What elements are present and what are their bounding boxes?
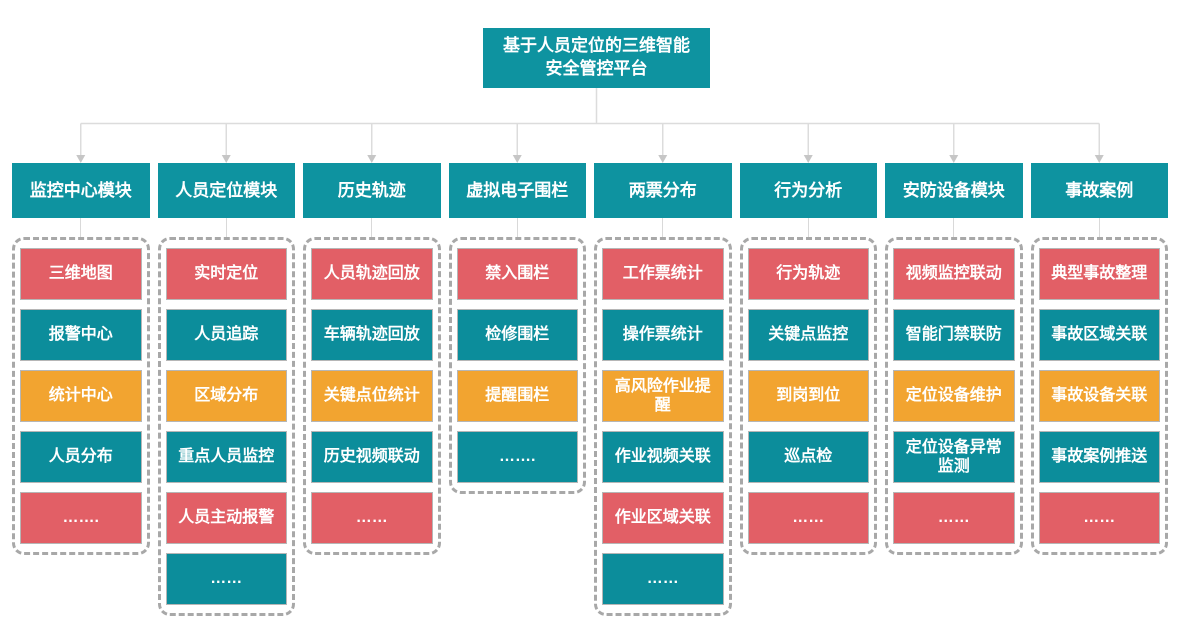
header-connector-stub (662, 218, 664, 237)
feature-item: 历史视频联动 (311, 431, 433, 483)
module-items-group: 三维地图报警中心统计中心人员分布 ……. (12, 237, 150, 555)
module-header: 行为分析 (739, 163, 877, 218)
module-column-7: 安防设备模块视频监控联动智能门禁联防定位设备维护定位设备异常监测 …… (885, 163, 1023, 555)
header-connector-stub (1098, 218, 1100, 237)
feature-item: 行为轨迹 (747, 248, 869, 300)
feature-item: 禁入围栏 (456, 248, 578, 300)
module-items-group: 禁入围栏检修围栏提醒围栏 ……. (448, 237, 586, 494)
feature-item: 实时定位 (165, 248, 287, 300)
feature-item: 事故案例推送 (1038, 431, 1160, 483)
feature-item: 巡点检 (747, 431, 869, 483)
feature-item: 统计中心 (20, 370, 142, 422)
arrowhead-icon (76, 155, 1104, 163)
module-items-group: 工作票统计操作票统计高风险作业提醒作业视频关联作业区域关联 …… (594, 237, 732, 616)
feature-item: 三维地图 (20, 248, 142, 300)
module-items-group: 实时定位人员追踪区域分布重点人员监控人员主动报警 …… (157, 237, 295, 616)
feature-item: 重点人员监控 (165, 431, 287, 483)
feature-item: 报警中心 (20, 309, 142, 361)
module-items-group: 人员轨迹回放车辆轨迹回放关键点位统计历史视频联动 …… (303, 237, 441, 555)
module-column-4: 虚拟电子围栏禁入围栏检修围栏提醒围栏 ……. (448, 163, 586, 494)
header-connector-stub (953, 218, 955, 237)
module-column-6: 行为分析行为轨迹关键点监控到岗到位巡点检 …… (739, 163, 877, 555)
feature-item: 区域分布 (165, 370, 287, 422)
feature-item: 工作票统计 (602, 248, 724, 300)
feature-item: …… (165, 553, 287, 605)
feature-item: ……. (456, 431, 578, 483)
module-column-5: 两票分布工作票统计操作票统计高风险作业提醒作业视频关联作业区域关联 …… (594, 163, 732, 616)
feature-item: 提醒围栏 (456, 370, 578, 422)
module-header: 安防设备模块 (885, 163, 1023, 218)
module-items-group: 视频监控联动智能门禁联防定位设备维护定位设备异常监测 …… (885, 237, 1023, 555)
feature-item: 作业视频关联 (602, 431, 724, 483)
module-header: 人员定位模块 (157, 163, 295, 218)
feature-item: …… (893, 492, 1015, 544)
feature-item: 人员轨迹回放 (311, 248, 433, 300)
feature-item: 定位设备异常监测 (893, 431, 1015, 483)
feature-item: 检修围栏 (456, 309, 578, 361)
module-header: 两票分布 (594, 163, 732, 218)
feature-item: 操作票统计 (602, 309, 724, 361)
header-connector-stub (80, 218, 82, 237)
feature-item: 智能门禁联防 (893, 309, 1015, 361)
feature-item: 车辆轨迹回放 (311, 309, 433, 361)
feature-item: 人员主动报警 (165, 492, 287, 544)
feature-item: 高风险作业提醒 (602, 370, 724, 422)
feature-item: …… (747, 492, 869, 544)
feature-item: 事故设备关联 (1038, 370, 1160, 422)
root-title: 基于人员定位的三维智能安全管控平台 (503, 36, 690, 78)
columns: 监控中心模块三维地图报警中心统计中心人员分布 ……. 人员定位模块实时定位人员追踪区… (12, 163, 1168, 616)
module-column-3: 历史轨迹人员轨迹回放车辆轨迹回放关键点位统计历史视频联动 …… (303, 163, 441, 555)
feature-item: 人员追踪 (165, 309, 287, 361)
feature-item: 关键点监控 (747, 309, 869, 361)
header-connector-stub (807, 218, 809, 237)
module-column-1: 监控中心模块三维地图报警中心统计中心人员分布 ……. (12, 163, 150, 555)
module-header: 历史轨迹 (303, 163, 441, 218)
feature-item: 典型事故整理 (1038, 248, 1160, 300)
feature-item: ……. (20, 492, 142, 544)
header-connector-stub (225, 218, 227, 237)
module-header: 监控中心模块 (12, 163, 150, 218)
feature-item: 关键点位统计 (311, 370, 433, 422)
module-items-group: 典型事故整理事故区域关联事故设备关联事故案例推送 …… (1030, 237, 1168, 555)
module-header: 事故案例 (1030, 163, 1168, 218)
root-node: 基于人员定位的三维智能安全管控平台 (483, 28, 710, 88)
feature-item: 人员分布 (20, 431, 142, 483)
header-connector-stub (516, 218, 518, 237)
feature-item: 定位设备维护 (893, 370, 1015, 422)
feature-item: …… (1038, 492, 1160, 544)
module-header: 虚拟电子围栏 (448, 163, 586, 218)
header-connector-stub (371, 218, 373, 237)
feature-item: …… (311, 492, 433, 544)
module-items-group: 行为轨迹关键点监控到岗到位巡点检 …… (739, 237, 877, 555)
module-column-8: 事故案例典型事故整理事故区域关联事故设备关联事故案例推送 …… (1030, 163, 1168, 555)
feature-item: 事故区域关联 (1038, 309, 1160, 361)
feature-item: 视频监控联动 (893, 248, 1015, 300)
feature-item: …… (602, 553, 724, 605)
module-column-2: 人员定位模块实时定位人员追踪区域分布重点人员监控人员主动报警 …… (157, 163, 295, 616)
feature-item: 到岗到位 (747, 370, 869, 422)
feature-item: 作业区域关联 (602, 492, 724, 544)
